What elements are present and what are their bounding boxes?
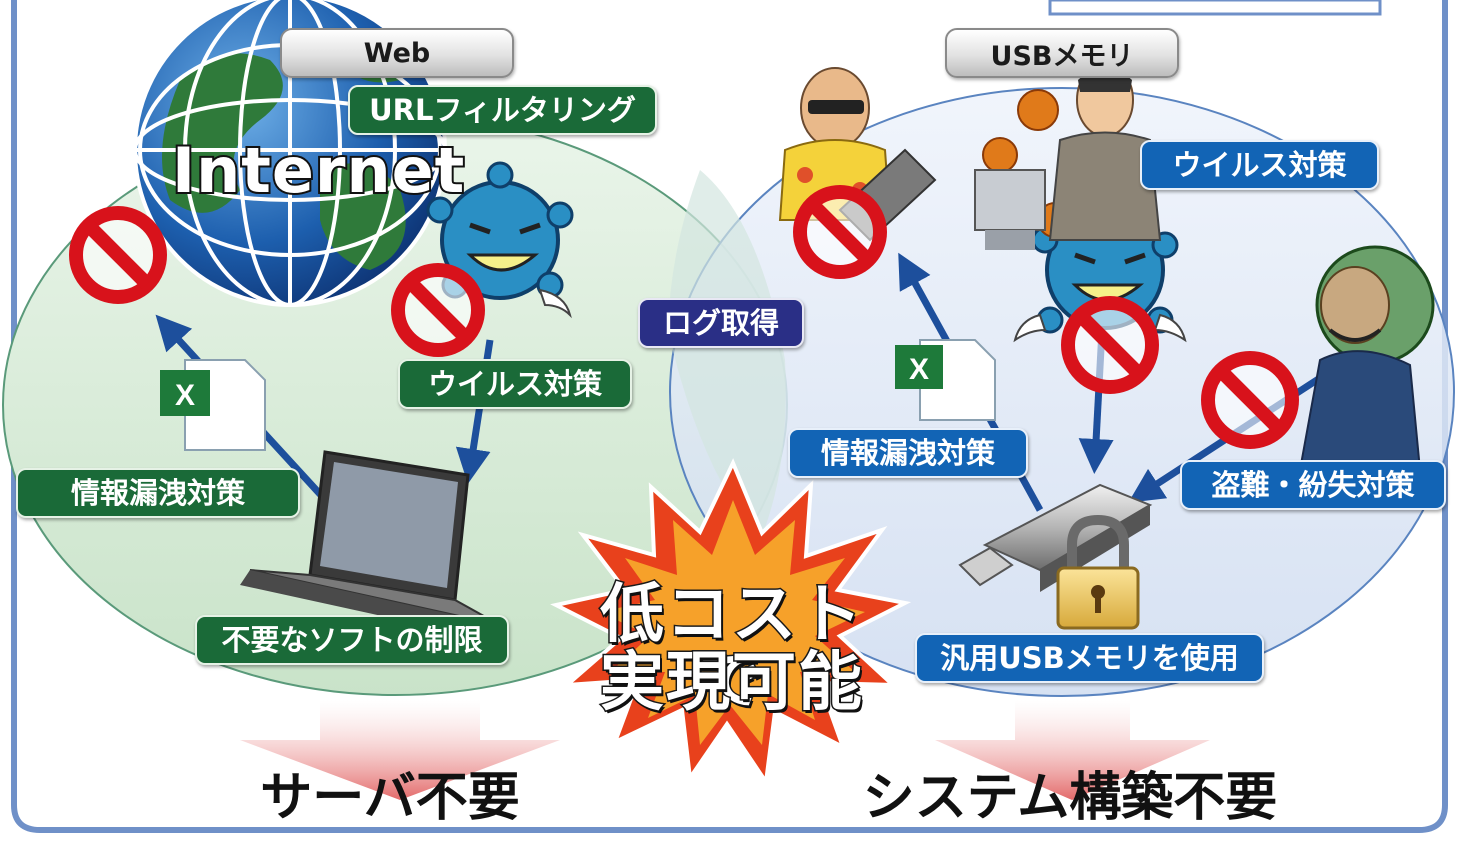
starburst-icon [550,458,912,788]
prohibit-icon-1 [69,206,167,304]
log-label: ログ取得 [638,298,804,348]
padlock-icon [1056,514,1140,630]
excel-file-icon: X [160,359,266,451]
url-filter-label: URLフィルタリング [348,85,657,135]
thief-icon [1298,245,1435,471]
prohibit-icon-5 [1201,351,1299,449]
bottom-left-heading: サーバ不要 [260,768,520,828]
down-arrow-left [240,700,560,800]
usb-leak-label: 情報漏洩対策 [788,428,1028,478]
bottom-right-heading: システム構築不要 [862,768,1278,828]
office-worker-icon [974,63,1162,250]
overlap-region [668,170,786,540]
svg-text:X: X [909,353,929,386]
top-tab-frame [1048,0,1382,16]
theft-loss-label: 盗難・紛失対策 [1180,460,1446,510]
prohibit-icons [69,185,1299,449]
prohibit-icon-4 [1061,296,1159,394]
generic-usb-label: 汎用USBメモリを使用 [915,633,1264,683]
svg-text:X: X [175,379,195,412]
usb-heading: USBメモリ [945,28,1179,78]
excel-file-icon-2: X [895,339,996,421]
web-leak-label: 情報漏洩対策 [16,468,300,518]
prohibit-icon-3 [793,185,887,279]
software-restriction-label: 不要なソフトの制限 [195,615,509,665]
web-virus-label: ウイルス対策 [398,359,632,409]
web-heading: Web [280,28,514,78]
burst-line1: 低コストで [599,578,864,718]
down-arrow-right [935,700,1210,800]
usb-virus-label: ウイルス対策 [1140,140,1379,190]
burst-line2: 実現可能 [599,646,864,720]
globe-label: Internet [170,132,466,209]
prohibit-icon-2 [391,263,485,357]
